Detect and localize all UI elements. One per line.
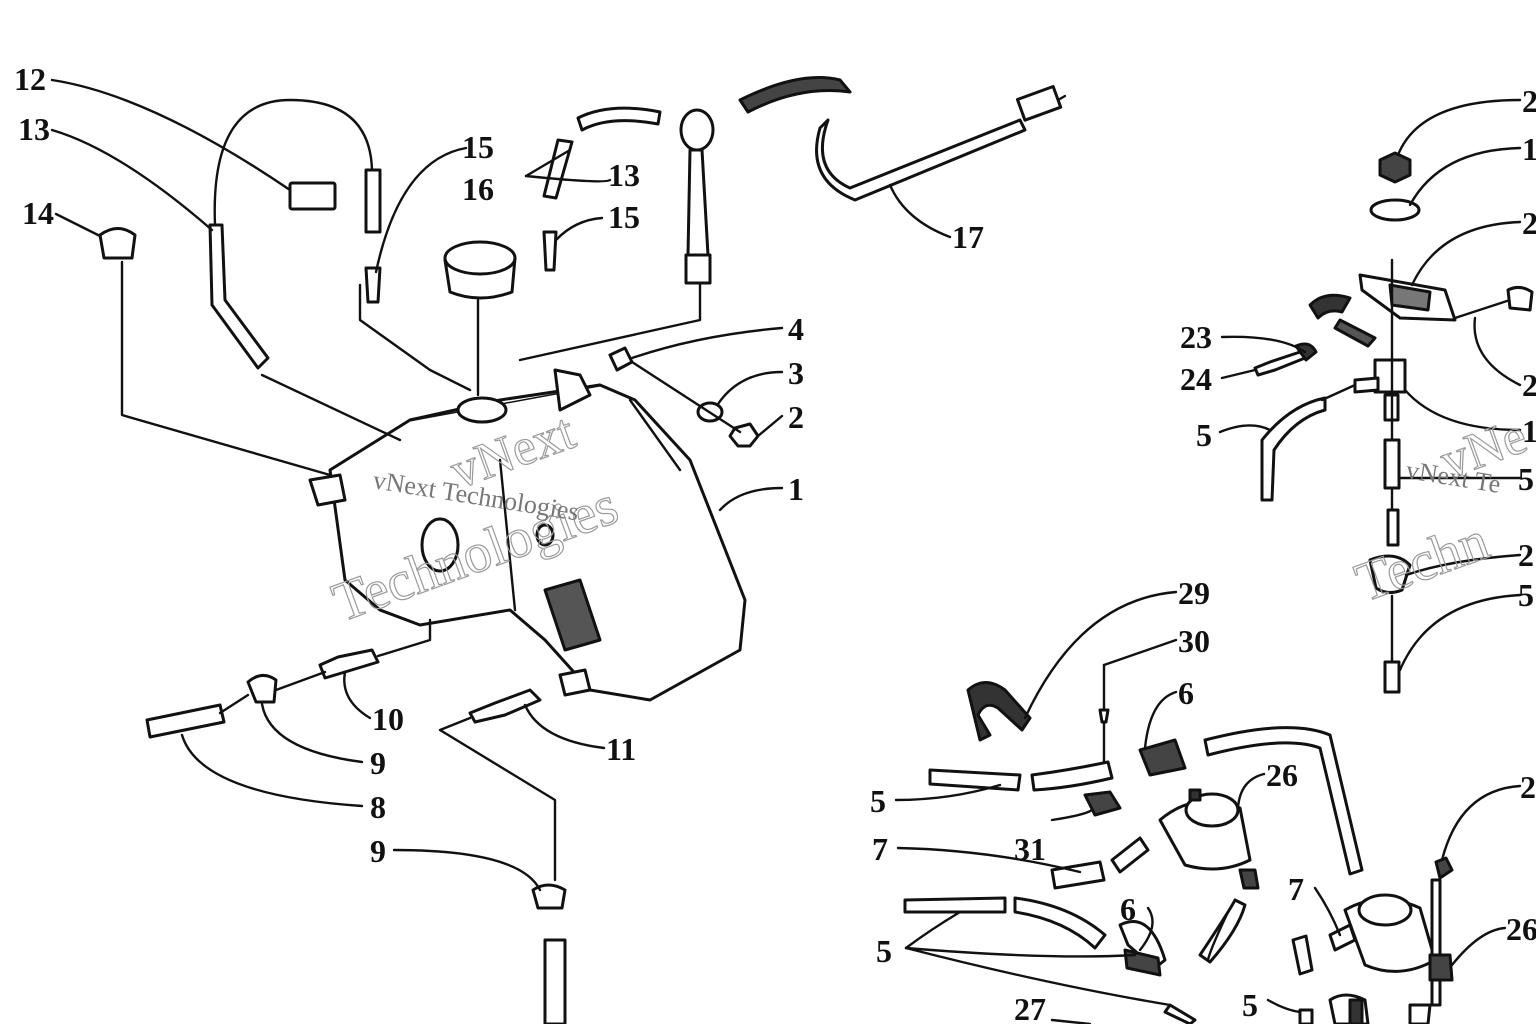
clamp-9a (246, 674, 278, 704)
callout-26-right: 26 (1506, 911, 1536, 947)
callout-4: 4 (788, 311, 804, 347)
callout-right-5-mid: 5 (1518, 461, 1534, 497)
callout-13-right: 13 (608, 157, 640, 193)
callout-5-bottom: 5 (1242, 987, 1258, 1023)
elbow-fitting (364, 266, 382, 304)
pump-mount-assembly (1253, 151, 1534, 694)
callout-3: 3 (788, 355, 804, 391)
callout-9-lower: 9 (370, 833, 386, 869)
fitting-10 (318, 648, 380, 680)
callout-13: 13 (18, 111, 50, 147)
grommet (98, 227, 137, 260)
callout-right-1-top: 1 (1522, 131, 1536, 167)
callout-right-2-mount: 2 (1522, 205, 1536, 241)
wire-harness (738, 76, 1067, 202)
watermark-word-right: Techn (1348, 510, 1497, 615)
callout-right-2-bolt: 2 (1522, 367, 1536, 403)
callout-right-1-tee: 1 (1522, 413, 1536, 449)
callout-11: 11 (606, 731, 636, 767)
hose-piece (364, 168, 382, 234)
hose-8 (145, 703, 226, 739)
callout-right-2-filter: 2 (1518, 537, 1534, 573)
short-hose (576, 106, 662, 132)
fuel-pump-assembly (903, 663, 1454, 1024)
callout-right-2-bottom: 2 (1520, 769, 1536, 805)
hose-13 (542, 138, 574, 200)
filler-cap (443, 240, 517, 397)
callout-30: 30 (1178, 623, 1210, 659)
callout-6: 6 (1178, 675, 1194, 711)
callout-14: 14 (22, 195, 54, 231)
fitting-15 (542, 230, 558, 272)
callout-26: 26 (1266, 757, 1298, 793)
callout-29: 29 (1178, 575, 1210, 611)
screw-4 (608, 346, 634, 372)
oil-tank (308, 368, 747, 702)
callout-24: 24 (1180, 361, 1212, 397)
callout-5-lower: 5 (876, 933, 892, 969)
fitting-clip (288, 181, 337, 211)
callout-27: 27 (1014, 991, 1046, 1024)
callout-5: 5 (870, 783, 886, 819)
fitting-11 (468, 688, 542, 724)
callout-right-5-hose: 5 (1196, 417, 1212, 453)
callout-23: 23 (1180, 319, 1212, 355)
callout-2: 2 (788, 399, 804, 435)
callout-7: 7 (872, 831, 888, 867)
callout-16: 16 (462, 171, 494, 207)
callout-right-5-low: 5 (1518, 577, 1534, 613)
oil-level-sensor (518, 108, 715, 362)
callout-17: 17 (952, 219, 984, 255)
callout-31: 31 (1014, 831, 1046, 867)
lower-hose (543, 938, 567, 1024)
callout-15-right: 15 (608, 199, 640, 235)
callout-12: 12 (14, 61, 46, 97)
callout-8: 8 (370, 789, 386, 825)
callout-10: 10 (372, 701, 404, 737)
callout-right-2-top: 2 (1522, 83, 1536, 119)
callout-1: 1 (788, 471, 804, 507)
callout-7-right: 7 (1288, 871, 1304, 907)
callout-6-lower: 6 (1120, 891, 1136, 927)
callout-9: 9 (370, 745, 386, 781)
vent-hose (208, 223, 270, 370)
callout-15: 15 (462, 129, 494, 165)
